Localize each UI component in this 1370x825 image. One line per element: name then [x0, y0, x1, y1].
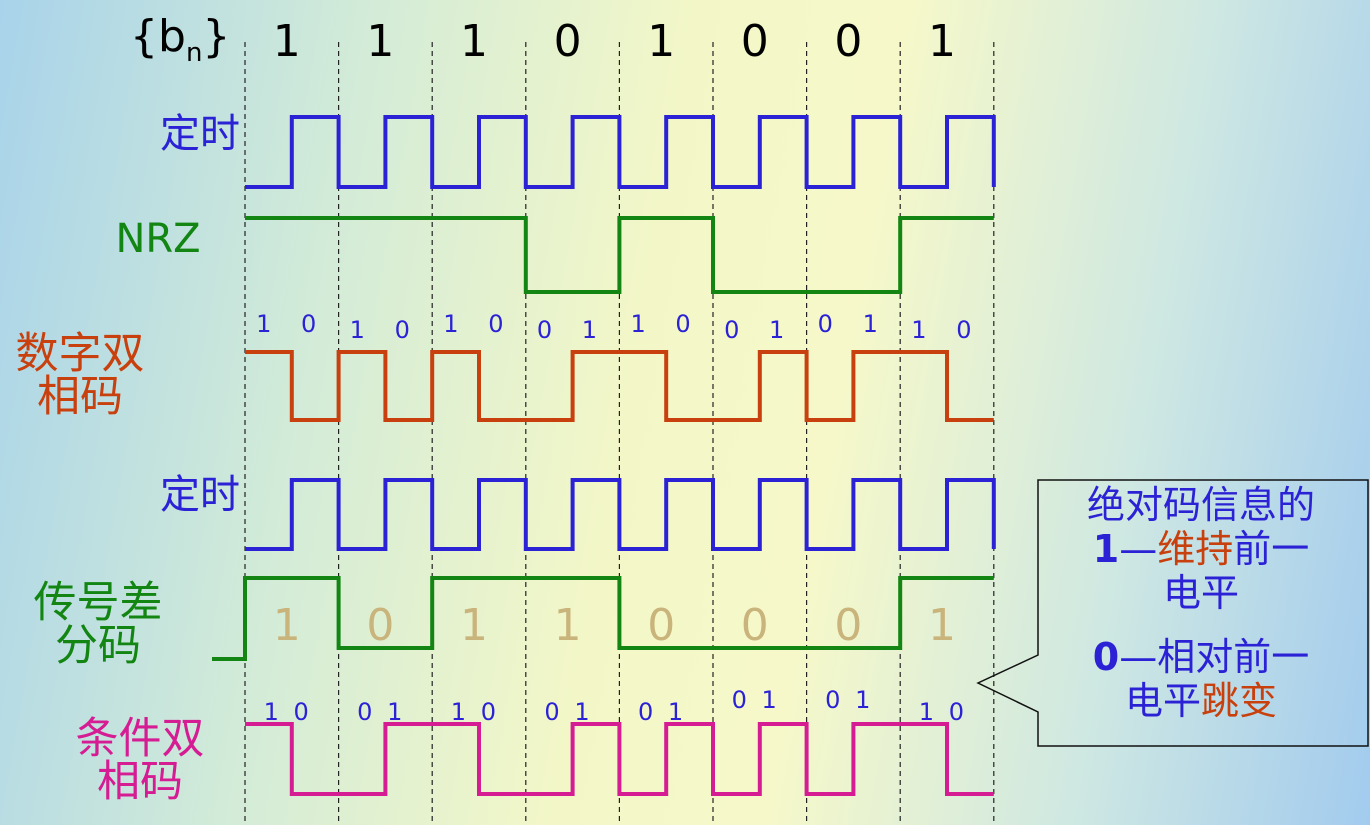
- biphase-bit-2-0: 1: [443, 310, 458, 338]
- diff-code-label-line2: 分码: [55, 621, 141, 671]
- callout-maintain: 维持: [1157, 527, 1234, 571]
- callout-line4: 0—相对前一: [1040, 635, 1362, 679]
- timing-waveform-2: [245, 478, 996, 551]
- callout-line2: 1—维持前一: [1040, 527, 1362, 571]
- callout-box: [976, 479, 1369, 747]
- cmi-bit-3-0: 0: [544, 698, 559, 726]
- diff-code-bit-4: 0: [647, 600, 675, 651]
- sequence-label-open: {b: [130, 11, 186, 62]
- callout-dash-1: —: [1119, 527, 1158, 571]
- biphase-bit-0-0: 1: [256, 310, 271, 338]
- sequence-bit-0: 1: [273, 16, 301, 67]
- cmi-bit-2-1: 0: [481, 698, 496, 726]
- cmi-bit-1-0: 0: [357, 698, 372, 726]
- callout-box-shape: [976, 479, 1369, 747]
- cmi-bit-3-1: 1: [574, 698, 589, 726]
- cmi-label: 条件双 相码: [60, 718, 220, 804]
- biphase-bit-6-0: 0: [818, 310, 833, 338]
- diff-code-bit-7: 1: [928, 600, 956, 651]
- sequence-bit-1: 1: [366, 16, 394, 67]
- callout-level: 电平: [1124, 679, 1201, 723]
- sequence-bit-6: 0: [834, 16, 862, 67]
- diff-code-bit-6: 0: [834, 600, 862, 651]
- cmi-bit-4-1: 1: [668, 698, 683, 726]
- cmi-bit-7-0: 1: [919, 698, 934, 726]
- callout-one: 1: [1092, 527, 1120, 571]
- biphase-label-line2: 相码: [37, 372, 123, 422]
- biphase-bit-1-1: 0: [395, 316, 410, 344]
- biphase-bit-3-1: 1: [582, 316, 597, 344]
- cmi-bit-0-1: 0: [294, 698, 309, 726]
- sequence-bit-4: 1: [647, 16, 675, 67]
- waveforms: [212, 115, 996, 796]
- cmi-bit-6-1: 1: [855, 686, 870, 714]
- biphase-bit-5-0: 0: [724, 316, 739, 344]
- biphase-bit-4-0: 1: [630, 310, 645, 338]
- timing-label-2: 定时: [160, 472, 240, 518]
- sequence-bit-2: 1: [460, 16, 488, 67]
- diff-code-bit-1: 0: [366, 600, 394, 651]
- callout-zero: 0: [1092, 635, 1120, 679]
- callout-transition: 跳变: [1201, 679, 1278, 723]
- timing-waveform-1: [245, 115, 996, 189]
- diff-code-label: 传号差 分码: [18, 582, 178, 668]
- biphase-bit-7-0: 1: [911, 316, 926, 344]
- diff-code-bit-5: 0: [741, 600, 769, 651]
- biphase-bit-3-0: 0: [537, 316, 552, 344]
- callout-line3: 电平: [1162, 571, 1239, 615]
- biphase-bit-0-1: 0: [301, 310, 316, 338]
- callout-previous-1: 前一: [1233, 527, 1310, 571]
- cmi-label-line1: 条件双: [75, 714, 205, 764]
- cmi-bit-7-1: 0: [949, 698, 964, 726]
- diff-code-label-line1: 传号差: [33, 578, 163, 628]
- sequence-bit-7: 1: [928, 16, 956, 67]
- callout-dash-2: —: [1119, 635, 1158, 679]
- biphase-waveform: [245, 350, 994, 422]
- cmi-bit-0-0: 1: [264, 698, 279, 726]
- callout-relative: 相对前一: [1157, 635, 1310, 679]
- sequence-label: {bn}: [130, 15, 230, 66]
- biphase-bit-5-1: 1: [769, 316, 784, 344]
- cmi-bit-2-0: 1: [451, 698, 466, 726]
- callout-text: 绝对码信息的 1—维持前一 电平 0—相对前一 电平跳变: [1040, 483, 1362, 745]
- sequence-bit-3: 0: [554, 16, 582, 67]
- diff-code-bit-0: 1: [273, 600, 301, 651]
- diff-code-waveform: [212, 576, 994, 661]
- nrz-label: NRZ: [115, 216, 201, 262]
- callout-line1: 绝对码信息的: [1086, 483, 1315, 527]
- biphase-bit-6-1: 1: [863, 310, 878, 338]
- cmi-waveform: [245, 722, 994, 796]
- biphase-bit-2-1: 0: [488, 310, 503, 338]
- biphase-bit-1-0: 1: [350, 316, 365, 344]
- sequence-label-close: }: [202, 11, 231, 62]
- cmi-bit-1-1: 1: [387, 698, 402, 726]
- biphase-label: 数字双 相码: [0, 333, 160, 419]
- biphase-label-line1: 数字双: [15, 329, 145, 379]
- biphase-bit-4-1: 0: [675, 310, 690, 338]
- cmi-bit-5-0: 0: [732, 686, 747, 714]
- cmi-label-line2: 相码: [97, 757, 183, 807]
- cmi-bit-4-0: 0: [638, 698, 653, 726]
- sequence-label-subscript: n: [185, 37, 203, 68]
- callout-line5: 电平跳变: [1040, 679, 1362, 723]
- biphase-bit-7-1: 0: [956, 316, 971, 344]
- cmi-bit-5-1: 1: [762, 686, 777, 714]
- nrz-waveform: [245, 216, 994, 294]
- diff-code-bit-2: 1: [460, 600, 488, 651]
- cmi-bit-6-0: 0: [825, 686, 840, 714]
- timing-label-1: 定时: [160, 111, 240, 157]
- sequence-bit-5: 0: [741, 16, 769, 67]
- diff-code-bit-3: 1: [554, 600, 582, 651]
